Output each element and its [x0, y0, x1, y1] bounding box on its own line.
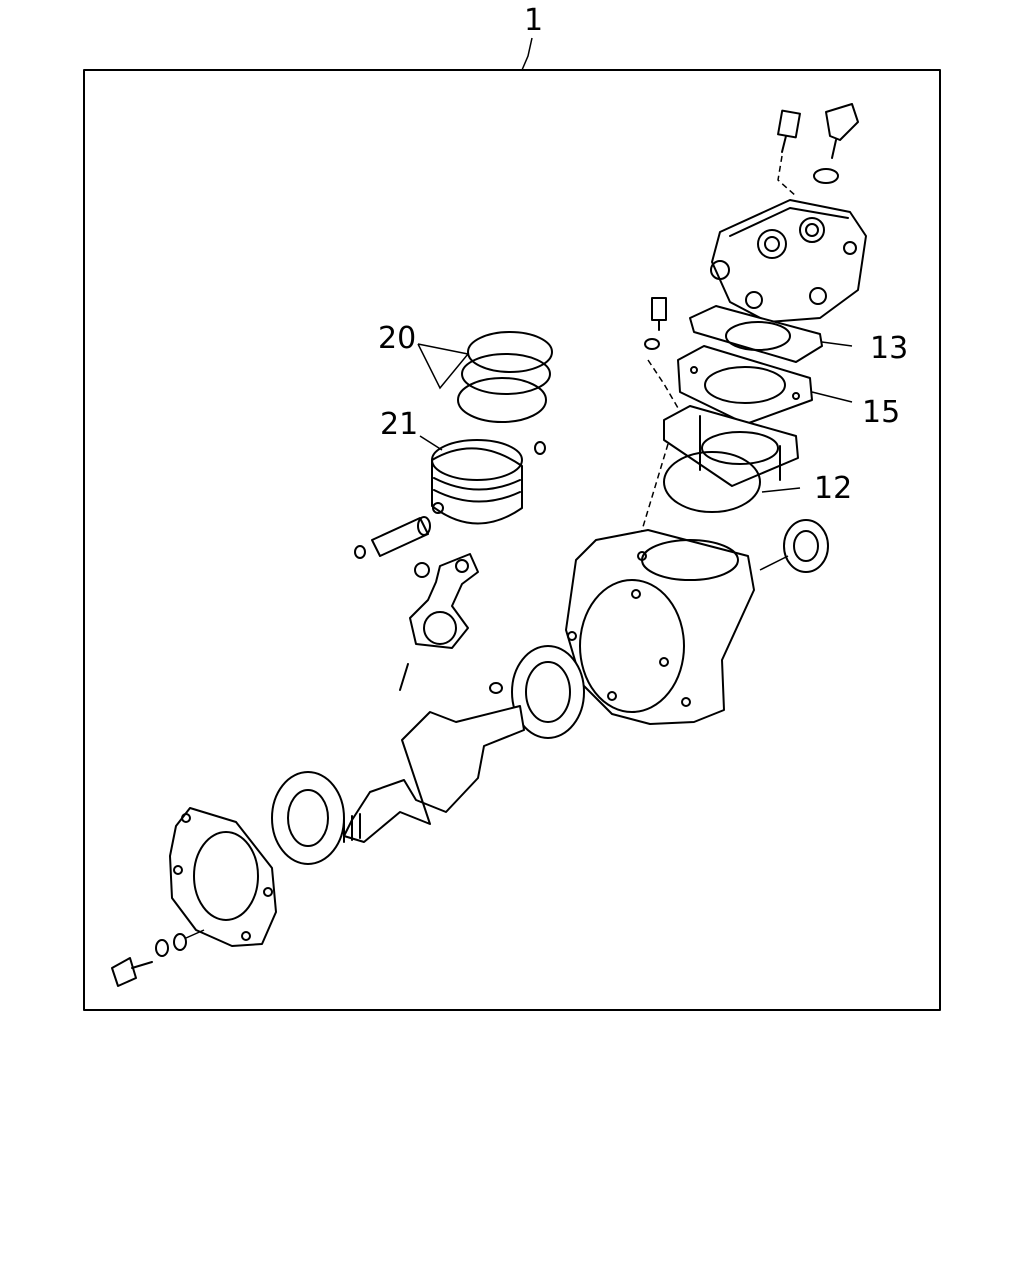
bearing-key	[489, 682, 503, 694]
valve-plate-15	[677, 345, 813, 425]
fitting-washer	[813, 168, 839, 184]
o-ring-12	[663, 451, 761, 513]
piston-rings-20	[457, 331, 553, 423]
piston-clip	[534, 441, 546, 455]
head-bolt	[777, 109, 801, 153]
cylinder-liner	[663, 405, 799, 487]
cover-bolt	[111, 957, 153, 987]
callout-15-leader	[811, 391, 853, 403]
spring-washer	[155, 939, 169, 957]
callout-13-leader	[821, 341, 853, 347]
head-bolt-guide	[777, 155, 797, 197]
head-fitting	[825, 103, 859, 159]
crankcase	[565, 529, 755, 725]
callout-21-label: 21	[380, 407, 418, 442]
callout-20-leader	[417, 343, 470, 390]
pin-clip	[354, 545, 366, 559]
rod-bolt	[399, 663, 409, 691]
callout-1-label: 1	[524, 3, 543, 38]
flat-washer	[173, 933, 187, 951]
connecting-rod	[409, 553, 479, 649]
gasket-13	[689, 305, 823, 363]
oil-seal	[783, 519, 829, 573]
cover-bolt-guide	[185, 929, 205, 939]
main-bearing-inner	[511, 645, 585, 739]
crankshaft	[343, 705, 525, 843]
callout-20-label: 20	[378, 321, 416, 356]
callout-1-leader	[521, 37, 533, 71]
callout-12-leader	[761, 487, 801, 493]
callout-21-leader	[419, 435, 443, 451]
assembly-frame	[83, 69, 941, 1011]
callout-12-label: 12	[814, 471, 852, 506]
plate-bolt-guide	[647, 359, 679, 409]
piston-pin	[371, 516, 431, 557]
callout-15-label: 15	[862, 395, 900, 430]
plate-bolt	[651, 297, 667, 331]
piston-21	[431, 439, 523, 525]
main-bearing-outer	[271, 771, 345, 865]
oil-seal-guide	[759, 555, 789, 571]
cylinder-head	[710, 199, 867, 323]
callout-13-label: 13	[870, 331, 908, 366]
plate-bolt-washer	[644, 338, 660, 350]
bearing-cover	[169, 807, 277, 947]
